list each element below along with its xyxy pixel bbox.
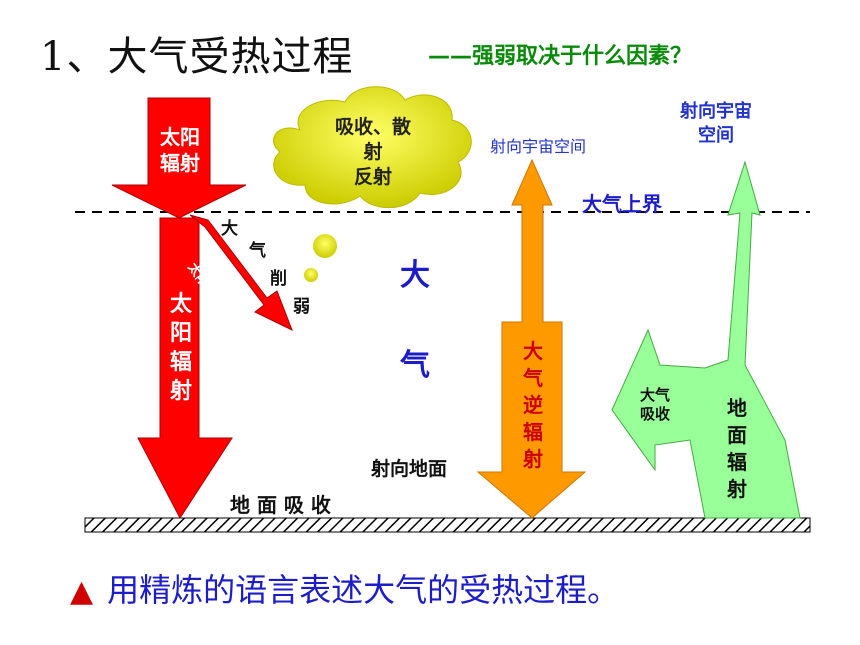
atmosphere-label-2: 气 — [400, 348, 430, 383]
cloud-bubble-small — [304, 268, 318, 282]
atmospheric-counter-radiation-arrow — [476, 158, 587, 519]
cloud-bubble-large — [313, 234, 337, 258]
solar-radiation-down-label: 太 阳 辐 射 — [169, 292, 192, 404]
bottom-note: ▲ 用精炼的语言表述大气的受热过程。 — [70, 565, 619, 611]
atmosphere-absorb-label: 大气 吸收 — [639, 386, 670, 423]
subtitle: ——强弱取决于什么因素？ — [428, 44, 693, 69]
solar-radiation-to-ground-arrow — [137, 217, 233, 519]
space-left-label: 射向宇宙空间 — [490, 137, 587, 156]
weakening-label-2: 气 — [249, 241, 266, 261]
ground-radiation-arrow — [611, 160, 801, 519]
weakening-label-4: 弱 — [293, 297, 310, 317]
atmosphere-label-1: 大 — [400, 258, 430, 293]
cloud-label: 吸收、散 射 反射 — [334, 116, 411, 188]
ground-surface — [84, 517, 811, 533]
counter-radiation-label: 大 气 逆 辐 射 — [523, 339, 543, 471]
toward-ground-label: 射向地面 — [371, 458, 448, 480]
weakening-label-1: 大 — [221, 219, 238, 239]
page-title: 1、大气受热过程 — [40, 34, 354, 80]
ground-absorb-label: 地 面 吸 收 — [230, 493, 331, 517]
ground-radiation-label: 地 面 辐 射 — [727, 396, 747, 501]
bottom-note-text: 用精炼的语言表述大气的受热过程。 — [107, 571, 620, 609]
upper-boundary-label: 大气上界 — [582, 192, 662, 216]
solar-radiation-incoming-arrow — [111, 97, 247, 219]
weakening-label-3: 削 — [270, 269, 287, 289]
triangle-icon: ▲ — [70, 574, 94, 609]
solar-radiation-weakened-arrow — [189, 214, 293, 332]
cloud-shape — [273, 86, 472, 209]
space-right-label: 射向宇宙 空间 — [680, 101, 752, 146]
solar-radiation-top-label: 太阳 辐射 — [160, 125, 200, 175]
